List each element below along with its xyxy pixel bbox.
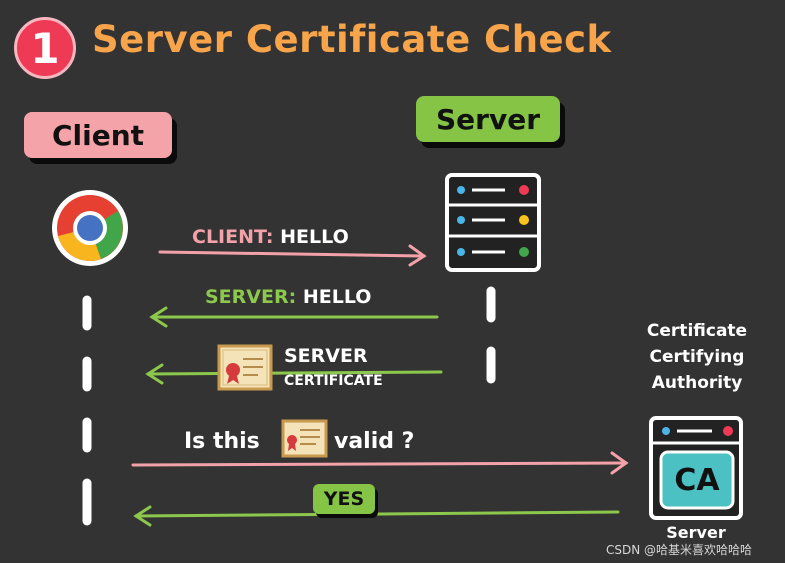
ca-server-caption: Server: [666, 523, 726, 542]
ca-title-line2: Certifying: [649, 347, 745, 367]
client-label: Client: [24, 112, 172, 158]
certificate-icon: [217, 344, 273, 391]
ca-title-line1: Certificate: [646, 321, 748, 341]
arrow-server-certificate: [145, 363, 443, 385]
msg-client-hello-text: HELLO: [280, 226, 349, 248]
ca-server-icon: [649, 416, 743, 520]
ca-title-line3: Authority: [651, 373, 743, 393]
step-number-badge: 1: [14, 17, 76, 79]
msg-client-hello-sender: CLIENT:: [192, 226, 274, 248]
arrow-is-valid: [131, 451, 629, 475]
msg-is-this: Is this: [184, 429, 260, 454]
msg-server-hello: SERVER: HELLO: [205, 286, 371, 308]
server-label: Server: [416, 96, 560, 142]
server-rack-icon: [445, 173, 541, 272]
diagram-title: Server Certificate Check: [92, 18, 612, 61]
msg-server-certificate-line1: SERVER: [284, 345, 368, 367]
ca-title: Certificate Certifying Authority: [612, 318, 782, 396]
arrow-client-hello: [158, 244, 427, 267]
msg-server-certificate-line2: CERTIFICATE: [284, 373, 383, 389]
msg-valid: valid ?: [334, 429, 415, 454]
msg-server-hello-text: HELLO: [302, 286, 372, 308]
certificate-small-icon: [281, 419, 328, 458]
arrow-yes: [133, 505, 620, 527]
msg-client-hello: CLIENT: HELLO: [192, 226, 349, 248]
msg-yes-badge: YES: [313, 484, 375, 514]
ca-screen-text: CA: [674, 462, 720, 498]
chrome-icon: [52, 190, 128, 266]
watermark-footer: CSDN @哈基米喜欢哈哈哈: [606, 543, 753, 557]
arrow-server-hello: [149, 306, 439, 328]
msg-server-hello-sender: SERVER:: [205, 286, 297, 308]
